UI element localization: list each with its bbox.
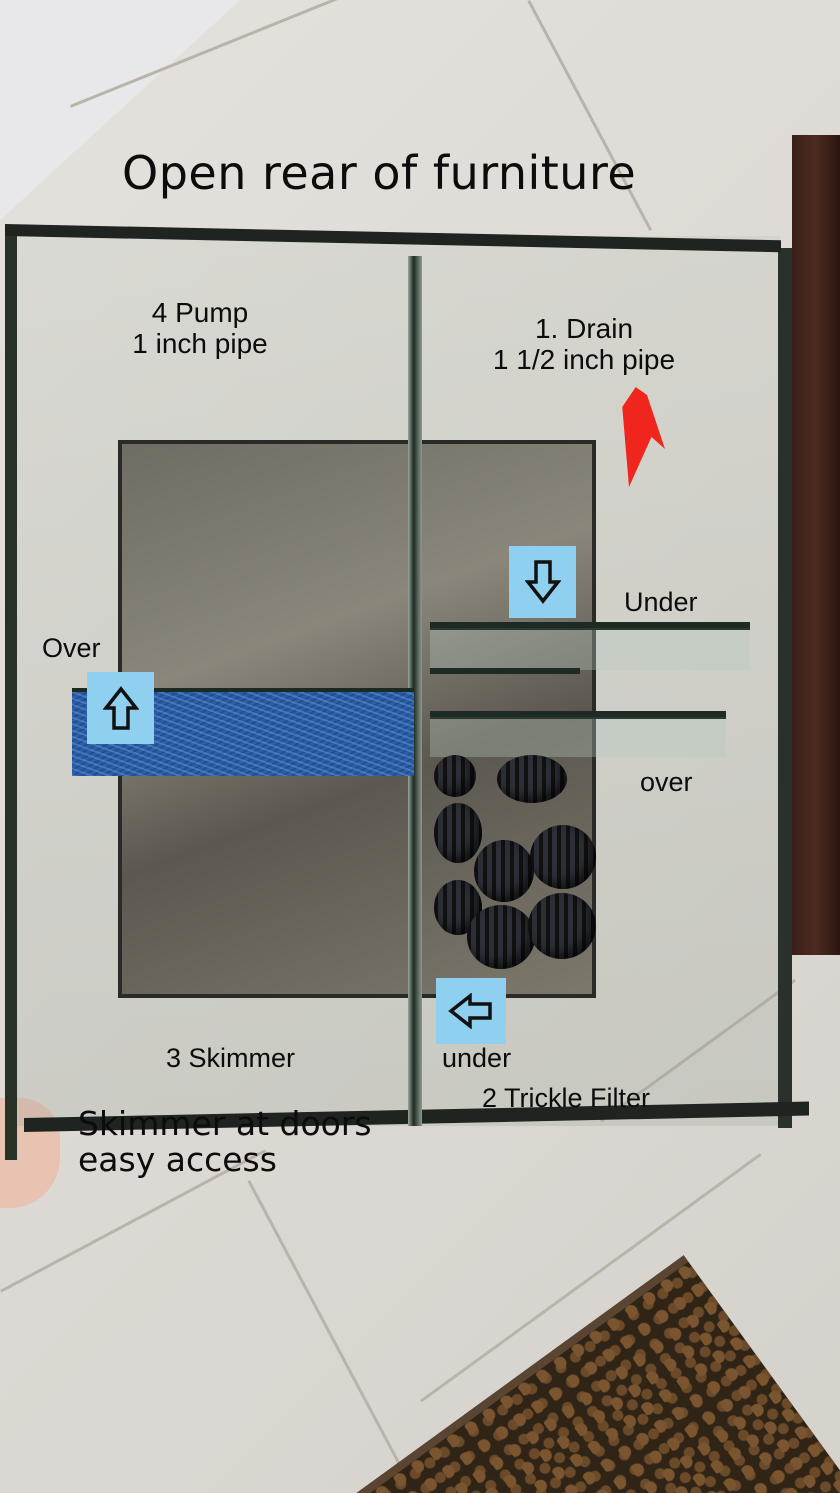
under-right-label: Under	[624, 587, 698, 617]
left-arrow-icon	[436, 978, 506, 1044]
pump-label-line1: 4 Pump	[151, 297, 249, 328]
baffle-middle	[430, 668, 580, 674]
bio-ball	[530, 825, 596, 889]
tank-frame-right	[778, 248, 792, 1128]
under-bottom-label: under	[442, 1043, 512, 1073]
bio-ball	[434, 803, 482, 863]
baffle-glass-lower	[430, 717, 726, 757]
bio-ball	[467, 905, 535, 969]
down-arrow-icon	[509, 546, 576, 618]
up-arrow-icon	[87, 672, 154, 744]
baffle-glass-upper	[430, 628, 750, 670]
skimmer-note-line2: easy access	[78, 1140, 277, 1180]
pump-label-line2: 1 inch pipe	[132, 327, 268, 359]
bio-ball	[474, 840, 534, 902]
pump-label: 4 Pump 1 inch pipe	[116, 297, 284, 360]
bio-ball	[497, 755, 567, 803]
drain-label: 1. Drain 1 1/2 inch pipe	[474, 313, 694, 376]
drain-label-line2: 1 1/2 inch pipe	[492, 343, 676, 375]
bio-ball	[528, 893, 596, 959]
trickle-filter-label: 2 Trickle Filter	[482, 1083, 651, 1113]
over-right-label: over	[640, 767, 693, 797]
center-divider	[408, 256, 422, 1126]
skimmer-note-line1: Skimmer at doors	[78, 1104, 372, 1143]
skimmer-note: Skimmer at doors easy access	[78, 1104, 372, 1180]
drain-label-line1: 1. Drain	[534, 313, 634, 344]
baffle-upper	[430, 622, 750, 628]
bio-balls	[432, 755, 596, 970]
skimmer-label: 3 Skimmer	[166, 1043, 296, 1073]
wood-furniture	[792, 135, 840, 955]
over-left-label: Over	[42, 633, 101, 663]
baffle-lower	[430, 711, 726, 717]
bio-ball	[434, 755, 476, 797]
tank-frame-left	[5, 230, 17, 1160]
page-title: Open rear of furniture	[122, 146, 637, 200]
